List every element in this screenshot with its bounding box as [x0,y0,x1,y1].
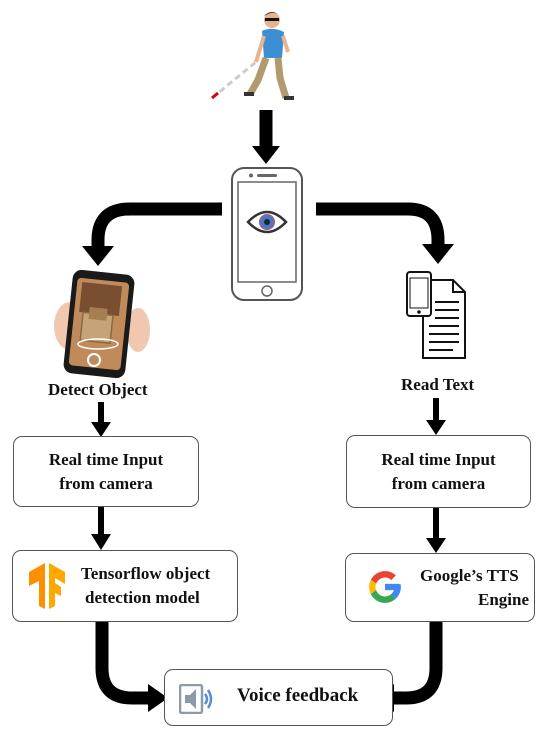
arrowhead [426,538,446,553]
left-input-line2: from camera [59,473,153,493]
google-logo-icon [369,571,401,603]
ar-phone-image [54,270,150,378]
arrowhead [426,420,446,435]
tensorflow-model-box: Tensorflow object detection model [12,550,238,622]
arrow-phone-to-read [316,202,445,246]
voice-feedback-box: Voice feedback [164,669,393,726]
read-text-label: Read Text [401,375,475,394]
smartphone-eye-icon [231,167,303,301]
arrowhead [148,684,168,712]
arrow-google-to-voice [392,620,443,705]
google-tts-line1: Google’s TTS [420,566,519,585]
arrowhead [252,146,280,164]
right-input-line2: from camera [391,473,486,493]
arrowhead [91,422,111,437]
detect-object-label: Detect Object [48,380,148,399]
google-tts-box: Google’s TTS Engine [345,553,535,622]
right-input-line1: Real time Input [381,449,496,469]
arrow-tensorflow-to-voice [95,622,150,705]
left-input-line1: Real time Input [48,449,164,469]
document-phone-icon [406,271,466,359]
arrowhead [82,246,114,266]
arrowhead [91,534,111,550]
google-tts-line2: Engine [478,590,530,609]
tensorflow-line1: Tensorflow object [81,564,211,583]
voice-feedback-label: Voice feedback [237,685,359,706]
left-camera-input-box: Real time Input from camera [13,436,199,507]
arrowhead [422,244,454,264]
tensorflow-logo-icon [29,563,65,609]
blind-person-icon [211,12,294,100]
arrow-phone-to-detect [91,202,222,248]
right-camera-input-box: Real time Input from camera [346,435,531,508]
tensorflow-line2: detection model [85,588,200,607]
speaker-icon [179,684,213,714]
